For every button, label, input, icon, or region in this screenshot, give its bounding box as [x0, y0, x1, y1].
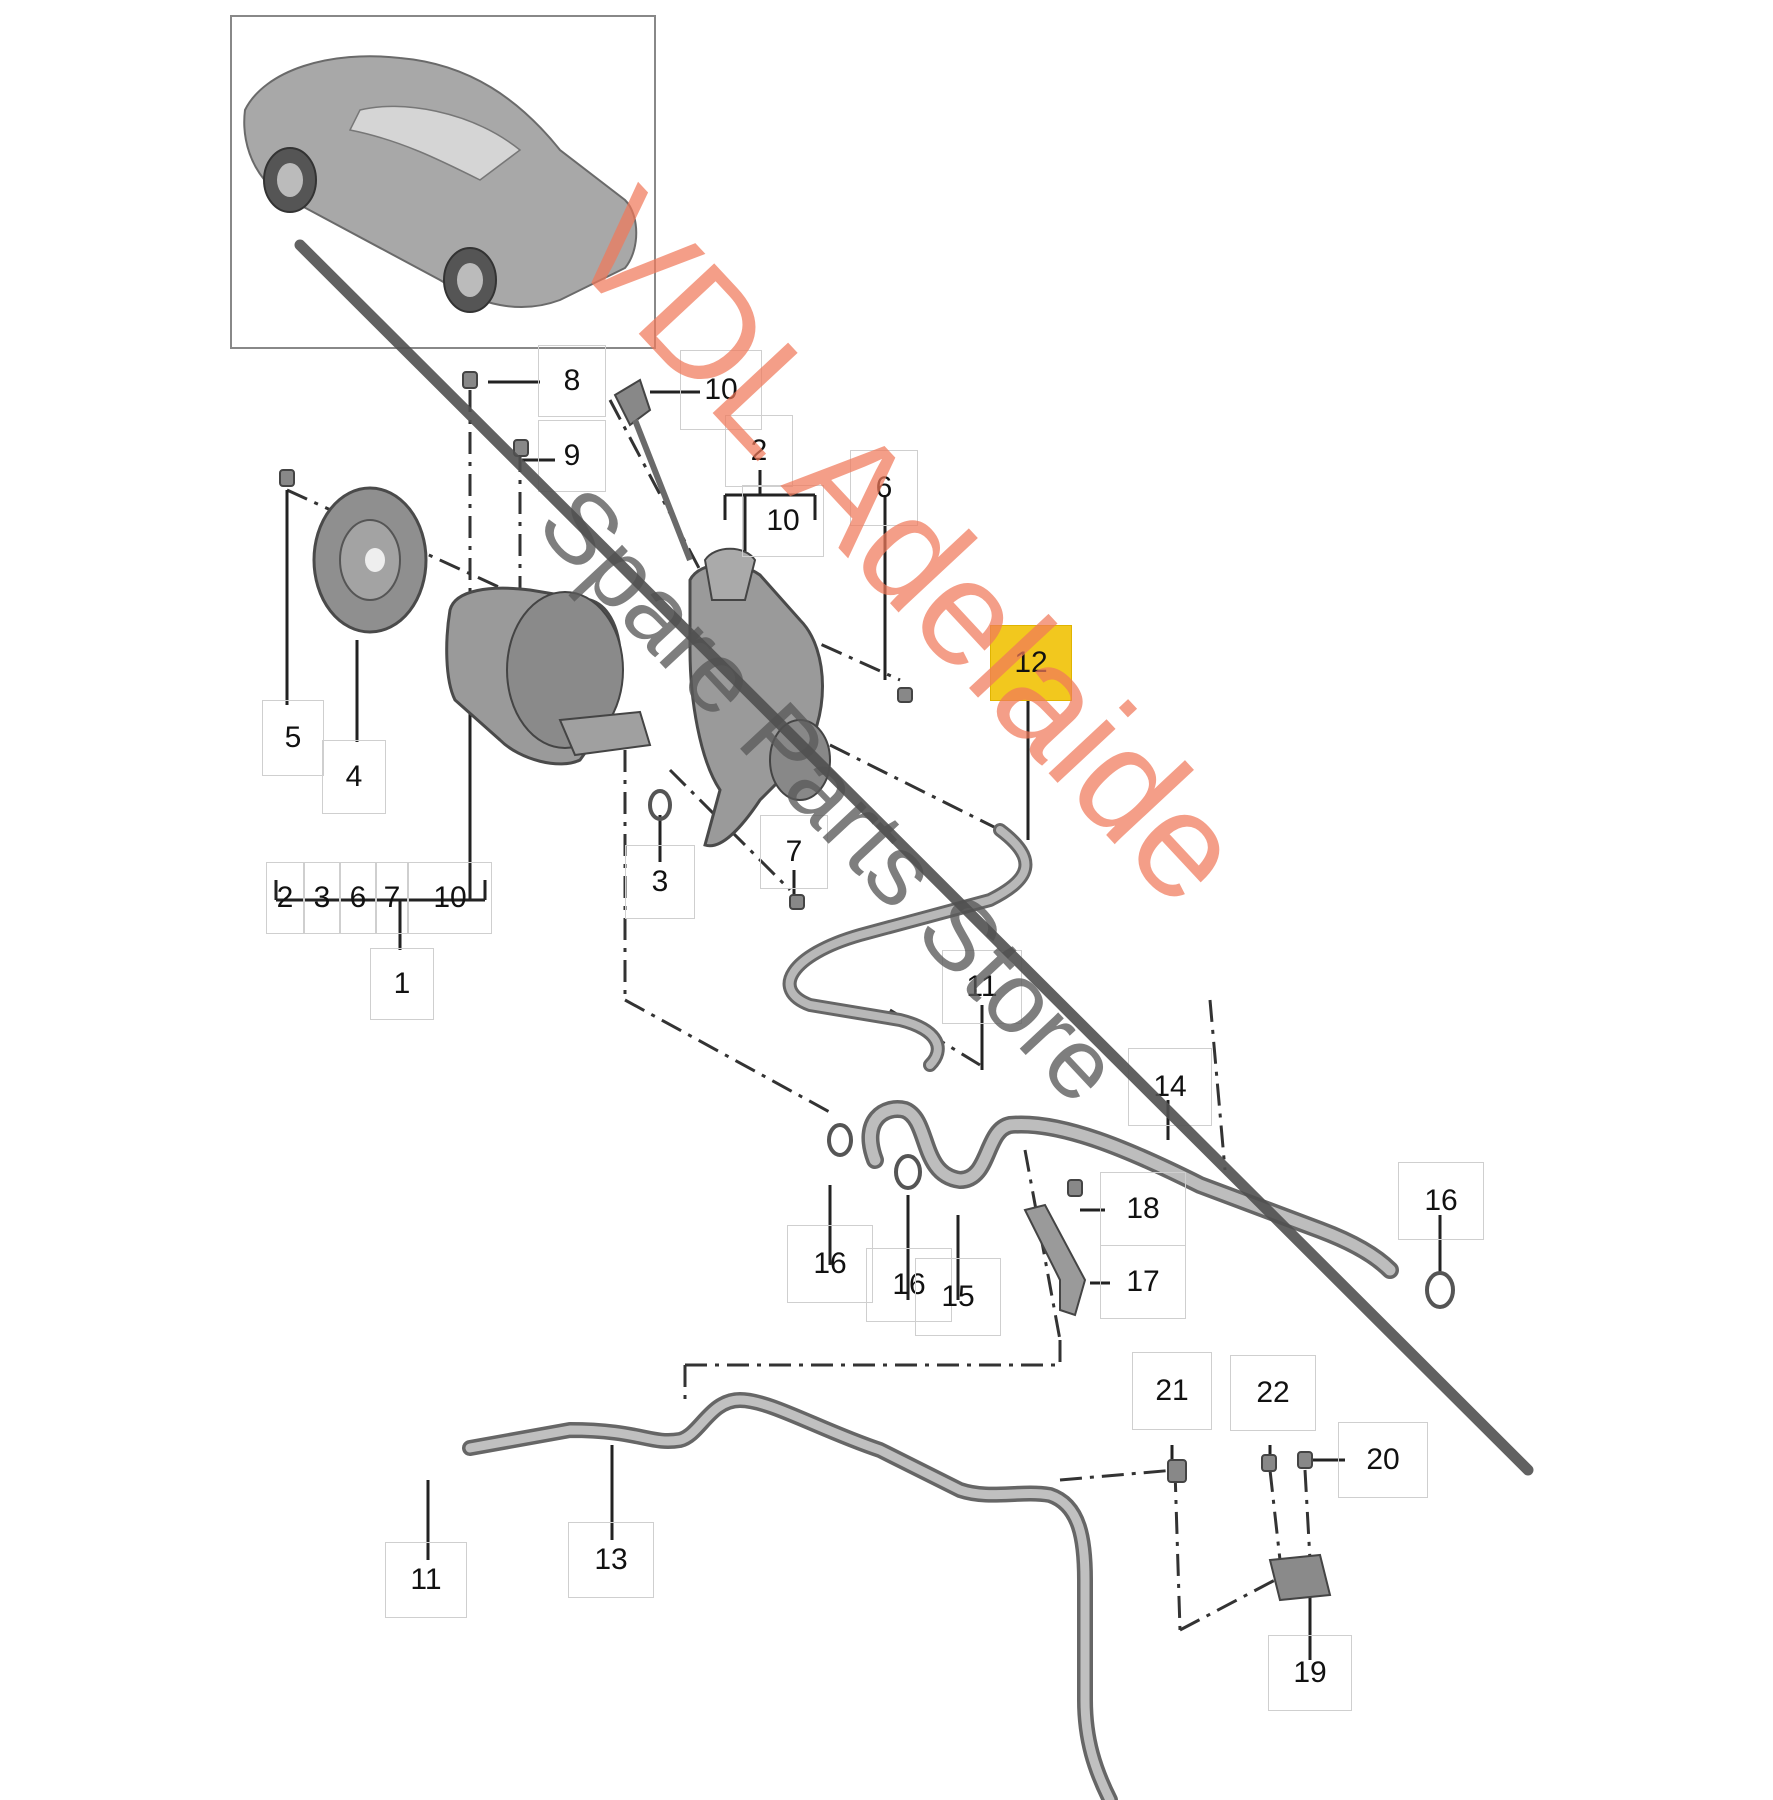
- callout-18: 18: [1100, 1172, 1186, 1246]
- callout-15: 15: [915, 1258, 1001, 1336]
- callout-10-mid: 10: [742, 485, 824, 557]
- callout-17: 17: [1100, 1245, 1186, 1319]
- callout-4: 4: [322, 740, 386, 814]
- callout-22: 22: [1230, 1355, 1316, 1431]
- callout-14: 14: [1128, 1048, 1212, 1126]
- callout-21: 21: [1132, 1352, 1212, 1430]
- callout-19: 19: [1268, 1635, 1352, 1711]
- callout-16-left: 16: [787, 1225, 873, 1303]
- group-callout-10: 10: [408, 862, 492, 934]
- group-callout-3: 3: [304, 862, 340, 934]
- callout-6-right: 6: [850, 450, 918, 526]
- group-callout-6: 6: [340, 862, 376, 934]
- callout-2-top: 2: [725, 415, 793, 487]
- callout-11-upper: 11: [942, 950, 1022, 1024]
- callout-11-lower: 11: [385, 1542, 467, 1618]
- alignment-lines: [286, 390, 1312, 1632]
- group-callout-2: 2: [266, 862, 304, 934]
- bracket-housing: [688, 547, 831, 848]
- callout-20: 20: [1338, 1422, 1428, 1498]
- sensor: [613, 378, 693, 562]
- callout-8: 8: [538, 345, 606, 417]
- callout-1: 1: [370, 948, 434, 1020]
- callout-3-right: 3: [625, 845, 695, 919]
- callout-7-right: 7: [760, 815, 828, 889]
- vacuum-pump: [445, 586, 652, 766]
- group-callout-7: 7: [376, 862, 408, 934]
- callout-16-right: 16: [1398, 1162, 1484, 1240]
- callout-13: 13: [568, 1522, 654, 1598]
- pulley: [312, 486, 428, 634]
- callout-5: 5: [262, 700, 324, 776]
- callout-12-highlighted: 12: [990, 625, 1072, 701]
- callout-9: 9: [538, 420, 606, 492]
